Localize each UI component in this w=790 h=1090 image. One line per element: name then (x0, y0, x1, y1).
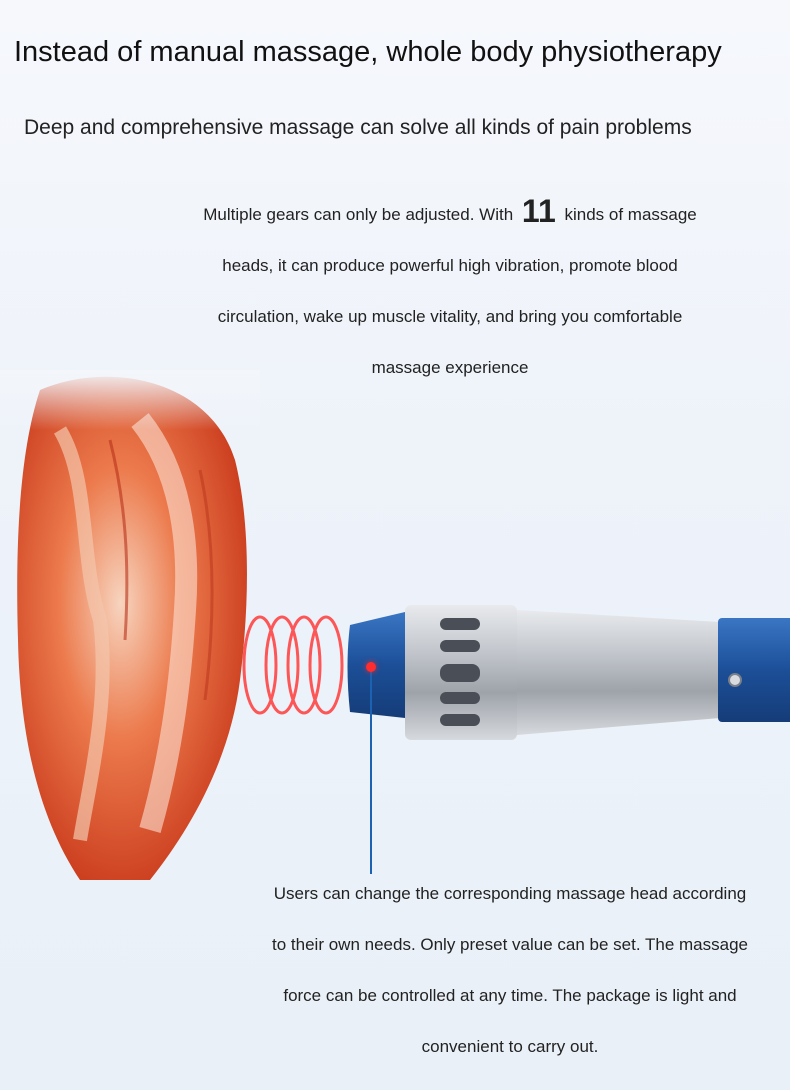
leg-muscle-illustration (0, 370, 260, 880)
feature-description: Multiple gears can only be adjusted. Wit… (175, 186, 725, 393)
usage-line-2: to their own needs. Only preset value ca… (272, 935, 748, 954)
massage-head-count: 11 (521, 193, 556, 229)
product-illustration (0, 370, 790, 880)
callout-pointer-line (370, 668, 372, 874)
description-line-2: heads, it can produce powerful high vibr… (222, 256, 678, 275)
shockwave-handpiece-illustration (347, 605, 790, 740)
callout-pointer-dot (366, 662, 376, 672)
vibration-wave-icon (242, 615, 344, 715)
page-subtitle: Deep and comprehensive massage can solve… (24, 116, 692, 139)
description-line-3: circulation, wake up muscle vitality, an… (217, 307, 683, 326)
description-text: kinds of massage (564, 205, 697, 224)
usage-line-3: force can be controlled at any time. The… (283, 986, 737, 1005)
usage-description: Users can change the corresponding massa… (240, 868, 780, 1072)
description-line-4: massage experience (371, 358, 529, 377)
description-text: Multiple gears can only be adjusted. Wit… (203, 205, 514, 224)
description-line-1: Multiple gears can only be adjusted. Wit… (175, 186, 725, 240)
usage-line-4: convenient to carry out. (421, 1037, 599, 1056)
page-title: Instead of manual massage, whole body ph… (14, 36, 722, 68)
usage-line-1: Users can change the corresponding massa… (273, 884, 747, 903)
